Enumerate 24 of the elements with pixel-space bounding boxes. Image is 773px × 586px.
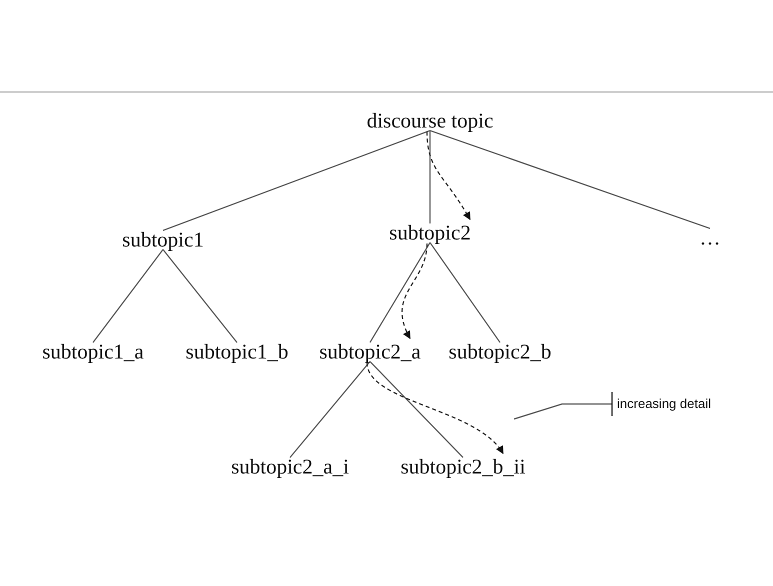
topic-label: subtopic2_b [448,340,552,364]
tree-branch [430,242,500,343]
topic-label: subtopic1_a [42,340,144,364]
tree-branch [430,130,710,230]
tree-branch [369,242,431,343]
topic-label: discourse topic [366,109,494,133]
tree-branch [370,361,464,458]
topic-label: subtopic2 [389,221,471,245]
dashed-arrow [402,244,428,340]
tree-branch [162,249,238,343]
topic-label: … [700,226,720,250]
tree-branch [429,130,431,224]
leader-line [514,391,613,420]
topic-label: subtopic2_a [319,340,421,364]
dashed-arrow [366,362,504,454]
tree-branch [92,249,164,343]
topic-label: subtopic2_a_i [231,455,349,479]
tree-branch [162,130,430,232]
tree-branch [290,361,370,458]
topic-label: subtopic1_b [186,340,288,364]
topic-label: subtopic1 [122,228,204,252]
topic-label: subtopic2_b_ii [400,455,526,479]
dashed-arrow [426,132,471,220]
annotation-label: increasing detail [617,396,711,412]
